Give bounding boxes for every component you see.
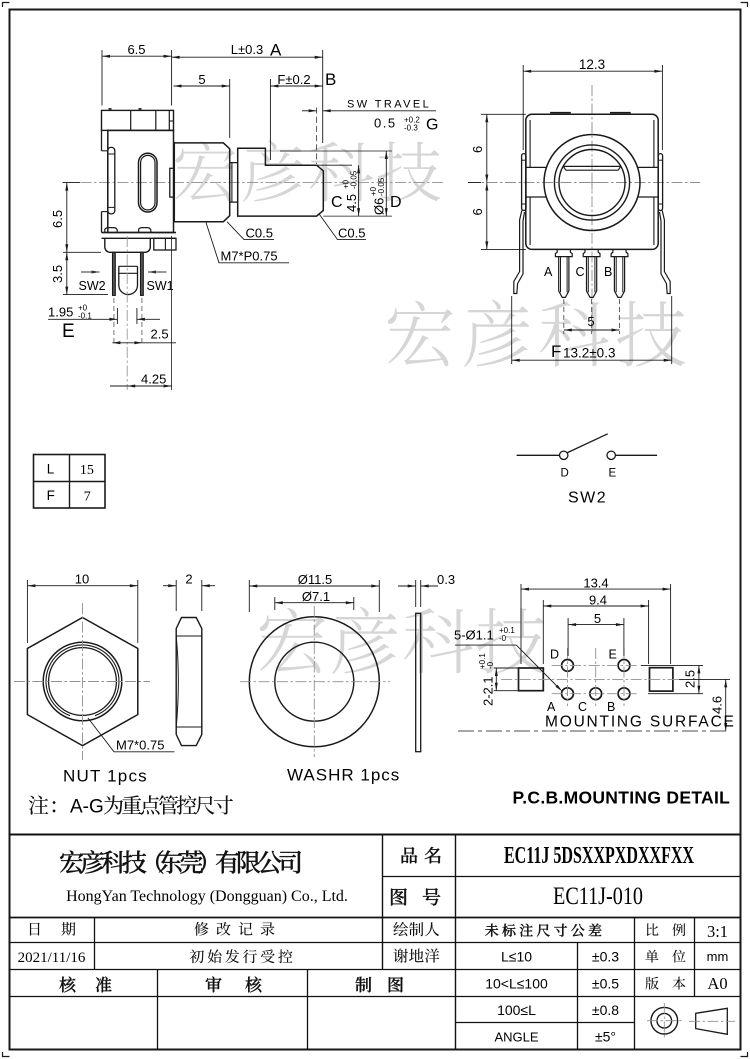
svg-text:D: D — [390, 194, 402, 211]
svg-text:±5°: ±5° — [595, 1029, 616, 1045]
svg-text:-0.1: -0.1 — [78, 312, 92, 321]
svg-text:0.5: 0.5 — [374, 116, 397, 131]
svg-text:D: D — [561, 468, 569, 480]
svg-text:E: E — [609, 468, 617, 480]
svg-text:+0: +0 — [342, 179, 351, 189]
svg-text:C0.5: C0.5 — [338, 225, 365, 240]
svg-text:-0.05: -0.05 — [350, 170, 359, 189]
svg-text:+0.1: +0.1 — [478, 653, 487, 669]
svg-text:+0: +0 — [78, 304, 88, 313]
svg-text:6: 6 — [470, 146, 485, 153]
svg-text:+0.2: +0.2 — [404, 116, 420, 125]
svg-text:A: A — [544, 265, 553, 279]
svg-text:A: A — [547, 700, 556, 714]
svg-text:P.C.B.MOUNTING DETAIL: P.C.B.MOUNTING DETAIL — [513, 788, 731, 808]
svg-text:L±0.3: L±0.3 — [231, 42, 263, 57]
svg-text:7: 7 — [84, 489, 91, 504]
svg-text:WASHR 1pcs: WASHR 1pcs — [287, 766, 400, 785]
svg-text:6.5: 6.5 — [127, 42, 145, 57]
svg-text:6.5: 6.5 — [50, 210, 65, 228]
svg-text:2.5: 2.5 — [151, 327, 169, 342]
svg-text:-0.05: -0.05 — [377, 177, 386, 196]
svg-text:C: C — [576, 265, 585, 279]
svg-text:MOUNTING SURFACE: MOUNTING SURFACE — [545, 714, 736, 731]
svg-text:100≤L: 100≤L — [497, 1002, 536, 1018]
svg-text:C: C — [331, 194, 343, 211]
svg-text:M7*P0.75: M7*P0.75 — [221, 248, 278, 263]
svg-text:±0.8: ±0.8 — [592, 1002, 619, 1018]
svg-text:mm: mm — [707, 949, 729, 964]
svg-text:12.3: 12.3 — [579, 57, 605, 72]
svg-text:C: C — [578, 700, 587, 714]
svg-text:D: D — [550, 648, 559, 662]
svg-text:E: E — [62, 321, 75, 342]
svg-text:Ø6: Ø6 — [372, 198, 387, 215]
svg-text:M7*0.75: M7*0.75 — [116, 737, 164, 752]
svg-text:C0.5: C0.5 — [246, 225, 273, 240]
svg-text:15: 15 — [80, 463, 94, 478]
svg-text:B: B — [607, 700, 615, 714]
svg-text:Ø7.1: Ø7.1 — [302, 589, 330, 604]
svg-text:10<L≤100: 10<L≤100 — [485, 976, 548, 992]
svg-text:-0: -0 — [499, 634, 507, 643]
svg-text:L: L — [47, 462, 55, 477]
svg-text:5: 5 — [198, 72, 205, 87]
svg-text:-0: -0 — [486, 661, 495, 669]
svg-text:5: 5 — [587, 314, 594, 329]
svg-text:HongYan Technology (Dongguan): HongYan Technology (Dongguan) Co., Ltd. — [66, 888, 348, 905]
svg-text:A0: A0 — [707, 974, 727, 993]
svg-text:4.25: 4.25 — [141, 372, 166, 387]
svg-text:2: 2 — [185, 572, 192, 587]
svg-text:EC11J 5DSXXPXDXXFXX: EC11J 5DSXXPXDXXFXX — [504, 843, 694, 869]
svg-text:ANGLE: ANGLE — [494, 1030, 538, 1045]
svg-text:SW2: SW2 — [79, 279, 106, 293]
svg-text:10: 10 — [75, 572, 89, 587]
svg-text:F: F — [551, 342, 561, 361]
svg-text:4.5: 4.5 — [344, 194, 359, 212]
svg-text:A: A — [270, 41, 282, 60]
svg-text:SW2: SW2 — [568, 490, 607, 507]
svg-text:3:1: 3:1 — [707, 922, 728, 941]
svg-text:±0.3: ±0.3 — [592, 949, 619, 965]
svg-text:6: 6 — [470, 208, 485, 215]
svg-text:B: B — [604, 265, 612, 279]
svg-text:F±0.2: F±0.2 — [277, 72, 310, 87]
svg-text:SW1: SW1 — [147, 279, 174, 293]
svg-text:A-G: A-G — [70, 797, 104, 818]
svg-text:3.5: 3.5 — [50, 265, 65, 283]
svg-text:9.4: 9.4 — [589, 592, 607, 607]
svg-text:2-2.1: 2-2.1 — [481, 676, 496, 706]
svg-text:B: B — [325, 70, 336, 89]
svg-text:0.3: 0.3 — [437, 572, 455, 587]
svg-text:L≤10: L≤10 — [501, 949, 532, 965]
svg-text:1.95: 1.95 — [48, 305, 73, 320]
svg-text:F: F — [47, 488, 55, 503]
svg-text:5: 5 — [594, 611, 601, 626]
svg-text:NUT 1pcs: NUT 1pcs — [63, 767, 148, 786]
svg-text:4.6: 4.6 — [710, 696, 725, 714]
svg-text:SW TRAVEL: SW TRAVEL — [347, 99, 431, 111]
svg-text:E: E — [609, 648, 617, 662]
svg-text:±0.5: ±0.5 — [592, 976, 619, 992]
svg-text:EC11J-010: EC11J-010 — [553, 883, 643, 910]
svg-text:2021/11/16: 2021/11/16 — [18, 950, 86, 966]
svg-text:-0.3: -0.3 — [404, 124, 418, 133]
svg-text:G: G — [426, 117, 438, 134]
svg-text:+0: +0 — [369, 186, 378, 196]
svg-text:13.2±0.3: 13.2±0.3 — [563, 346, 615, 361]
svg-text:5-Ø1.1: 5-Ø1.1 — [454, 628, 494, 643]
svg-text:13.4: 13.4 — [583, 575, 608, 590]
svg-text:+0.1: +0.1 — [499, 626, 515, 635]
svg-text:Ø11.5: Ø11.5 — [298, 572, 332, 587]
